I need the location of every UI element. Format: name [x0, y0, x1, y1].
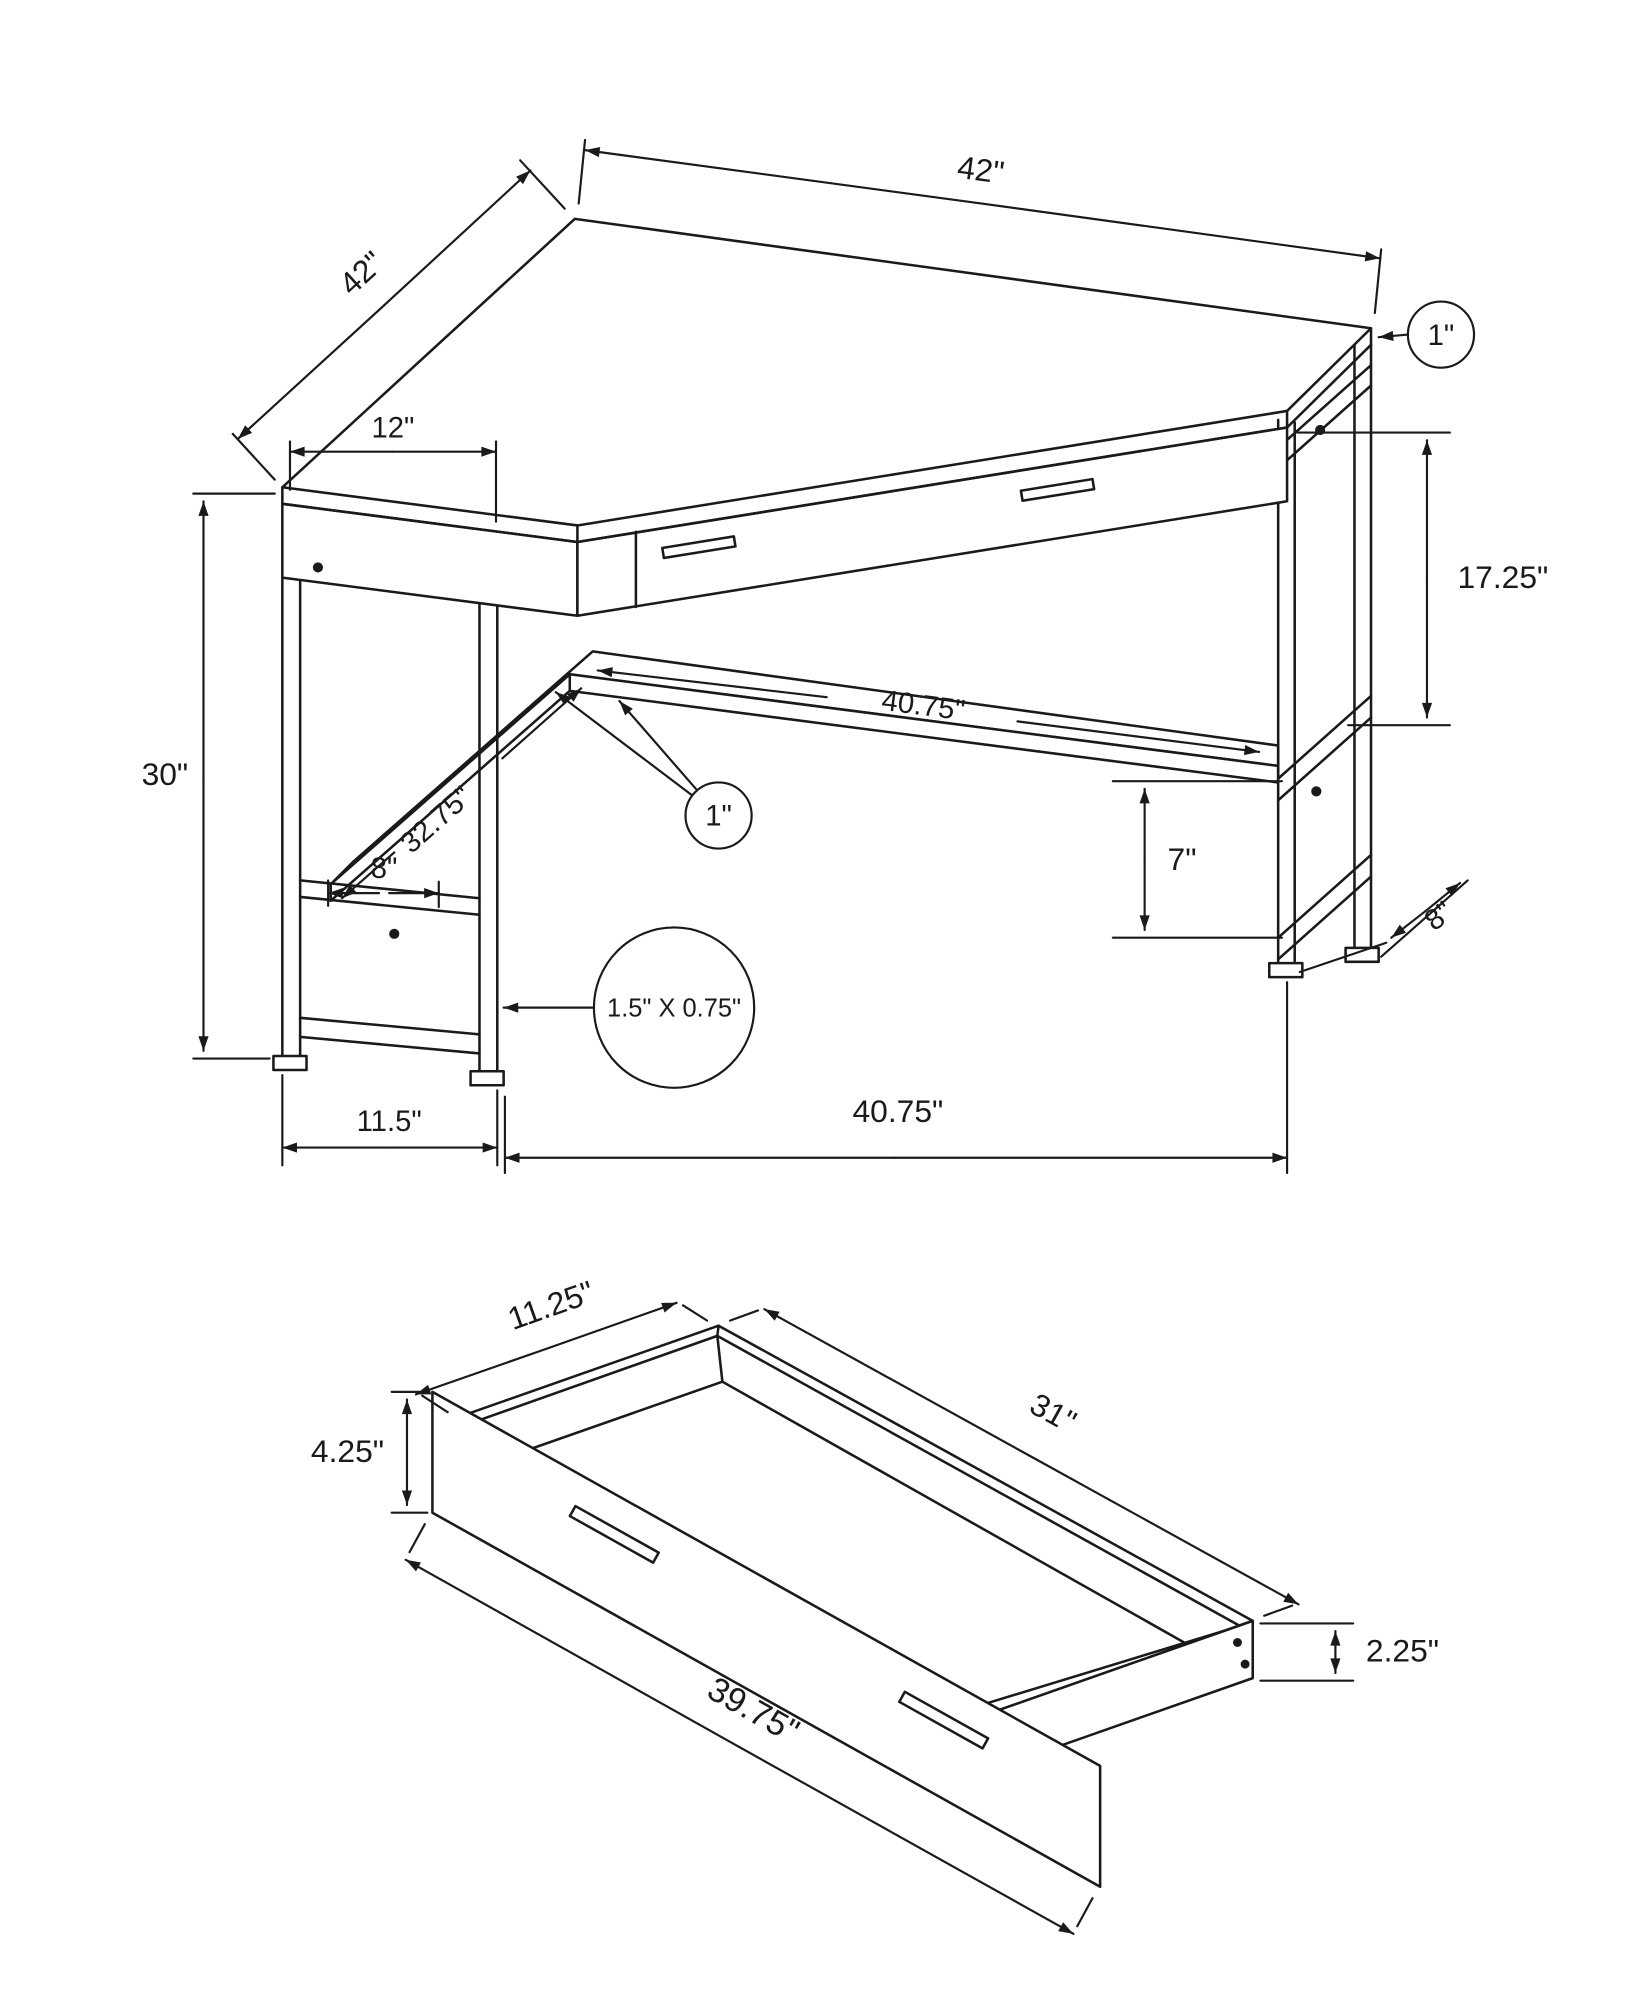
dim-label-tube: 1.5" X 0.75" — [607, 995, 741, 1023]
dim-top-thickness-1: 1" — [1377, 300, 1476, 369]
left-rear-foot — [469, 1069, 505, 1087]
dim-shelf-8: 8" — [327, 853, 440, 909]
drawer-face-handle-left — [568, 1504, 660, 1564]
dim-tube-size: 1.5" X 0.75" — [502, 926, 756, 1089]
dim-label-11-5: 11.5" — [357, 1106, 422, 1138]
dim-31: 31" — [728, 1308, 1300, 1617]
dim-label-7: 7" — [1168, 841, 1197, 877]
desk-shelf — [329, 650, 1280, 903]
desk-top — [281, 217, 1373, 544]
dim-label-42-right: 42" — [955, 149, 1006, 191]
dim-label-31: 31" — [1024, 1386, 1082, 1440]
dim-label-8-leg: 8" — [1419, 896, 1460, 938]
dim-label-1-shelf: 1" — [705, 801, 732, 833]
dim-label-17-25: 17.25" — [1457, 559, 1548, 595]
drawer-handle-left — [661, 535, 737, 560]
dim-side-12: 12" — [288, 413, 498, 523]
left-front-foot — [272, 1054, 308, 1072]
dim-top-right-42: 42" — [577, 138, 1383, 315]
drawer-figure: 11.25" 31" 4.25" — [311, 1273, 1439, 1935]
desk-left-leg — [272, 576, 505, 1087]
right-rear-foot — [1344, 946, 1380, 964]
dim-30: 30" — [142, 492, 276, 1060]
dim-shelf-thickness-1: 1" — [554, 691, 753, 850]
drawer-face — [431, 1390, 1102, 1889]
dim-label-30: 30" — [142, 756, 189, 792]
right-front-foot — [1267, 961, 1304, 979]
dim-7: 7" — [1111, 780, 1284, 939]
dim-2-25: 2.25" — [1259, 1622, 1439, 1682]
desk-right-leg — [1267, 342, 1380, 979]
dim-17-25: 17.25" — [1296, 431, 1548, 727]
dim-11-5: 11.5" — [281, 1073, 499, 1167]
dim-shelf-40-75: 40.75" — [596, 667, 1261, 756]
dim-label-12: 12" — [372, 413, 415, 445]
dim-label-1-top: 1" — [1428, 320, 1455, 352]
desk-dimensions: 42" 42" 12" 1" — [142, 138, 1548, 1175]
dim-label-11-25: 11.25" — [503, 1273, 598, 1336]
drawer-dimensions: 11.25" 31" 4.25" — [311, 1273, 1439, 1935]
dim-label-8-shelf: 8" — [371, 853, 398, 885]
drawer-handle-right — [1019, 477, 1096, 503]
dim-label-2-25: 2.25" — [1366, 1633, 1439, 1669]
drawer-face-handle-right — [897, 1690, 990, 1750]
dim-label-4-25: 4.25" — [311, 1433, 384, 1469]
dim-4-25: 4.25" — [311, 1390, 429, 1514]
dim-leg-8: 8" — [1298, 879, 1469, 974]
dim-label-42-left: 42" — [332, 244, 391, 302]
dim-floor-40-75: 40.75" — [503, 981, 1289, 1175]
desk-figure: 42" 42" 12" 1" — [142, 138, 1548, 1175]
dim-label-40-75-floor: 40.75" — [852, 1093, 943, 1129]
